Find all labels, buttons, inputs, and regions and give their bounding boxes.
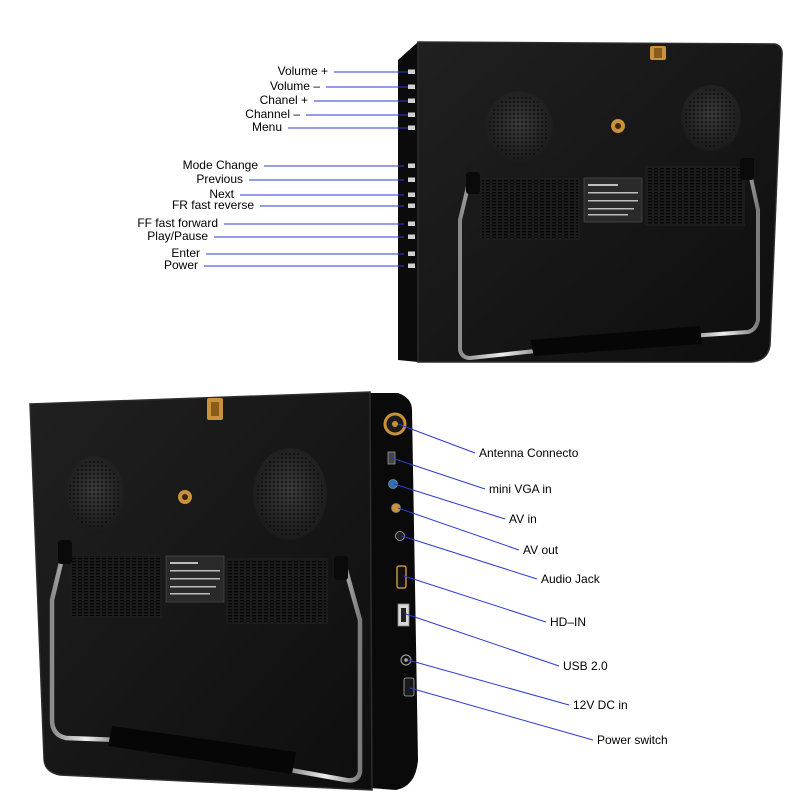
callout-antenna-connector: Antenna Connecto [479, 446, 579, 460]
bottom-stand-foot [108, 726, 296, 774]
callout-mini-vga-in: mini VGA in [489, 482, 552, 496]
callout-volume-minus: Volume – [269, 79, 320, 93]
callout-usb-2: USB 2.0 [563, 659, 608, 673]
callout-mode-change: Mode Change [182, 158, 258, 172]
side-button-play-pause [408, 234, 415, 239]
callout-next: Next [209, 187, 234, 201]
side-button-ff-fast-forward [408, 221, 415, 226]
side-button-mode-change [408, 163, 415, 168]
hd-in-port [396, 565, 407, 589]
side-button-channel-minus [408, 112, 415, 117]
callout-menu: Menu [251, 120, 282, 134]
av-out-port [391, 503, 401, 513]
leader-line-mini-vga-in [391, 457, 486, 490]
callout-audio-jack: Audio Jack [541, 572, 600, 586]
callout-power-switch: Power switch [597, 733, 668, 747]
callout-fr-fast-reverse: FR fast reverse [171, 198, 254, 212]
callout-enter: Enter [171, 246, 200, 260]
leader-line-audio-jack [401, 535, 538, 580]
top-device-side-panel [398, 42, 418, 362]
side-button-volume-plus [408, 69, 415, 74]
top-device [398, 41, 783, 363]
side-button-volume-minus [408, 84, 415, 89]
mini-vga-port [387, 451, 396, 465]
callout-av-in: AV in [509, 512, 537, 526]
bottom-device [29, 391, 418, 791]
callout-ff-fast-forward: FF fast forward [137, 216, 218, 230]
side-button-menu [408, 125, 415, 130]
leader-line-dc-in [407, 659, 570, 706]
leader-line-hd-in [403, 575, 547, 623]
top-stand-foot [530, 326, 702, 356]
leader-line-power-switch [409, 687, 594, 741]
leader-line-av-in [393, 483, 506, 520]
side-button-next [408, 192, 415, 197]
callout-hd-in: HD–IN [550, 615, 587, 629]
leader-line-usb-2 [405, 613, 560, 667]
leader-line-antenna-connector [397, 423, 476, 454]
side-button-enter [408, 251, 415, 256]
leader-line-av-out [397, 507, 520, 551]
callout-previous: Previous [196, 172, 243, 186]
callout-power: Power [163, 258, 198, 272]
callout-channel-plus: Chanel + [259, 93, 308, 107]
side-button-channel-plus [408, 98, 415, 103]
side-button-previous [408, 177, 415, 182]
callout-play-pause: Play/Pause [147, 229, 208, 243]
callout-dc-in: 12V DC in [573, 698, 628, 712]
callout-volume-plus: Volume + [277, 64, 328, 78]
side-button-fr-fast-reverse [408, 203, 415, 208]
power-switch-control [403, 677, 415, 697]
audio-jack-port [395, 531, 405, 541]
callout-av-out: AV out [523, 543, 559, 557]
av-in-port [388, 479, 398, 489]
side-button-power [408, 263, 415, 268]
callout-channel-minus: Channel – [245, 107, 300, 121]
